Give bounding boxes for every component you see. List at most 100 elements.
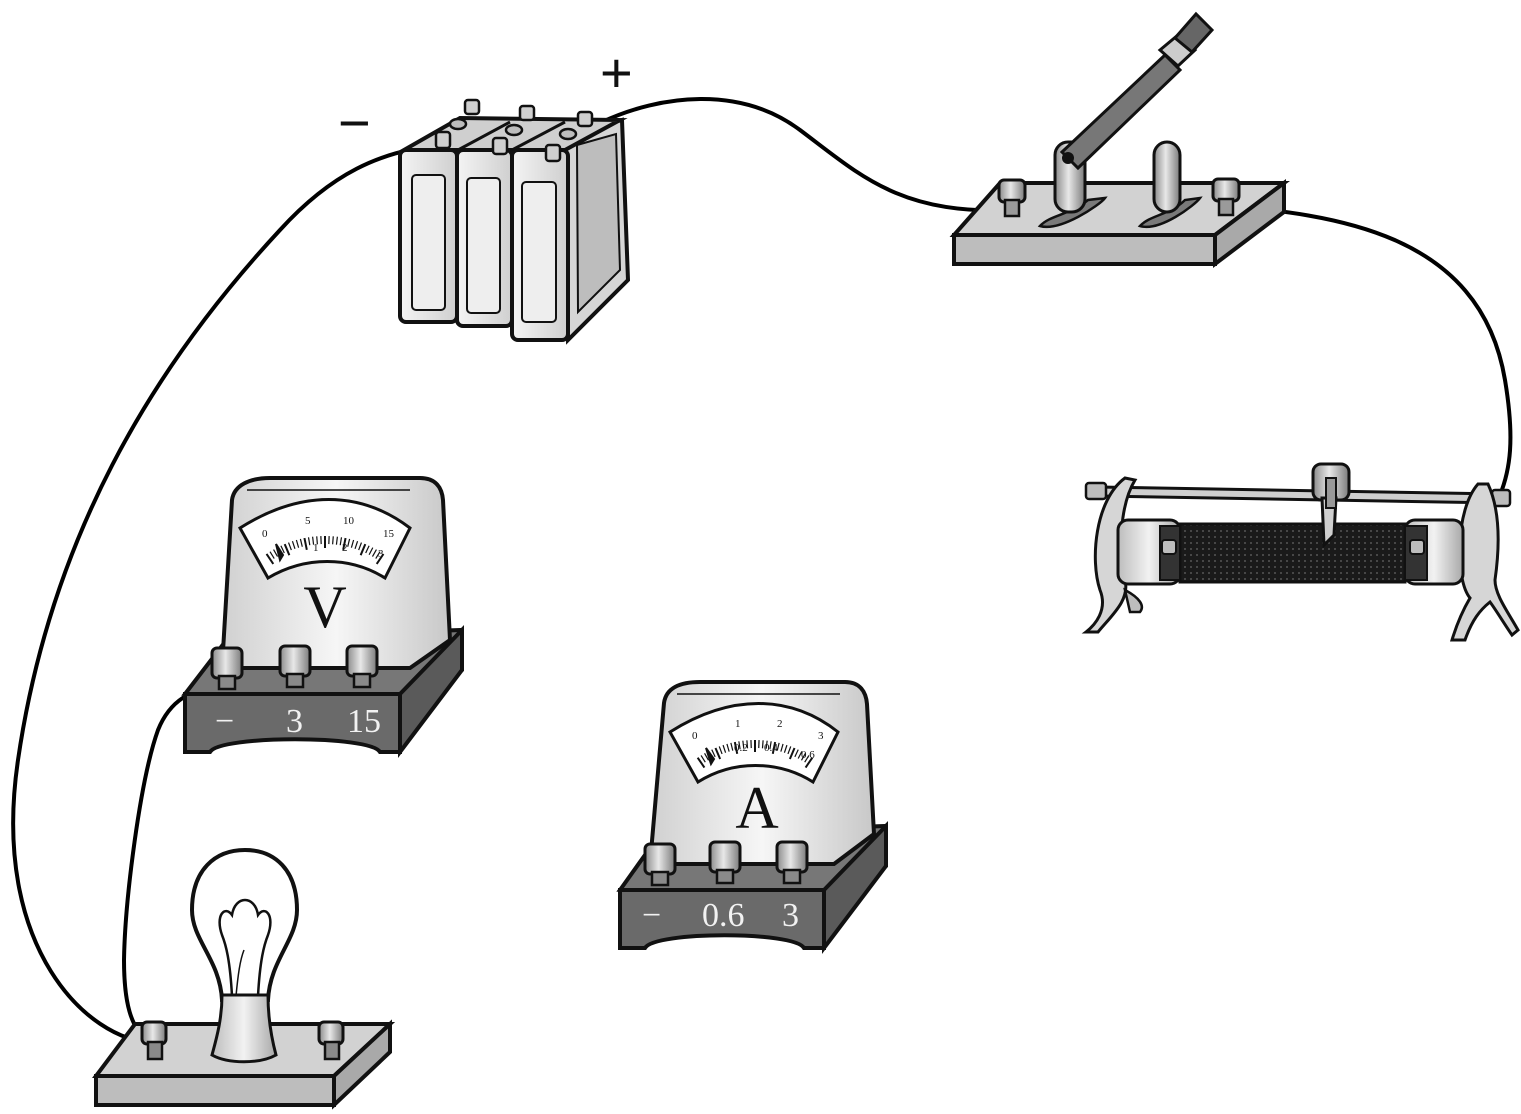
- voltmeter-label-15: 15: [347, 703, 381, 740]
- voltmeter-scale-bottom-1: 2: [342, 542, 348, 554]
- voltmeter-tick: [316, 536, 318, 545]
- voltmeter-tick: [273, 549, 279, 557]
- ammeter-scale-top-2: 2: [777, 718, 783, 730]
- lamp[interactable]: [92, 847, 396, 1110]
- rheostat-terminal-bottom-left[interactable]: [1161, 539, 1177, 555]
- voltmeter-tick: [312, 536, 315, 545]
- ammeter-tick: [742, 740, 745, 749]
- ammeter-tick: [696, 757, 706, 769]
- voltmeter-tick: [368, 547, 374, 556]
- rheostat-terminal-bottom-right[interactable]: [1409, 539, 1425, 555]
- voltmeter-tick: [335, 536, 338, 545]
- voltmeter-tick: [375, 551, 381, 559]
- voltmeter-tick: [358, 542, 363, 551]
- voltmeter-tick: [339, 537, 343, 546]
- wire-voltmeter-to-bulb[interactable]: [121, 680, 227, 1044]
- ammeter-terminal-0-6[interactable]: [708, 840, 742, 885]
- ammeter[interactable]: 0 1 2 3 0.2 0.4 0.6 A − 0.6 3: [616, 680, 888, 954]
- voltmeter-tick: [347, 538, 351, 547]
- ammeter-scale-top-0: 0: [692, 730, 698, 742]
- voltmeter-tick: [350, 539, 355, 548]
- voltmeter-tick: [299, 538, 303, 547]
- ammeter-terminal-neg[interactable]: [643, 842, 677, 887]
- voltmeter[interactable]: 0 5 10 15 1 2 3 V − 3 15: [181, 476, 464, 758]
- ammeter-tick: [733, 741, 739, 754]
- ammeter-tick: [788, 747, 796, 760]
- voltmeter-scale-top-1: 5: [305, 515, 311, 527]
- voltmeter-terminal-3[interactable]: [278, 644, 312, 689]
- ammeter-label-3: 3: [782, 897, 799, 934]
- ammeter-tick: [804, 755, 810, 763]
- switch-terminal-left[interactable]: [997, 178, 1027, 218]
- voltmeter-ticks: [265, 536, 385, 565]
- voltmeter-tick: [269, 551, 275, 559]
- voltmeter-terminal-15[interactable]: [345, 644, 379, 689]
- voltmeter-tick: [342, 537, 347, 551]
- wire-battery-to-bulb[interactable]: [11, 143, 444, 1044]
- battery-pack[interactable]: − +: [338, 41, 633, 345]
- knife-switch[interactable]: [949, 11, 1290, 269]
- ammeter-tick: [714, 747, 722, 760]
- ammeter-scale-bottom-2: 0.6: [801, 749, 815, 761]
- ammeter-tick: [761, 740, 764, 749]
- rheostat-terminal-top-left[interactable]: [1084, 481, 1108, 501]
- voltmeter-tick: [283, 543, 291, 556]
- voltmeter-terminal-neg[interactable]: [210, 646, 244, 691]
- wires: [11, 97, 1513, 1044]
- switch-terminal-right[interactable]: [1211, 177, 1241, 217]
- ammeter-label-neg: −: [642, 897, 661, 934]
- ammeter-tick: [765, 740, 768, 749]
- ammeter-tick: [780, 743, 784, 752]
- battery-negative-sign: −: [338, 91, 371, 154]
- ammeter-tick: [794, 749, 799, 758]
- voltmeter-tick: [365, 545, 370, 554]
- ammeter-scale-top-1: 1: [735, 718, 741, 730]
- ammeter-terminal-3[interactable]: [775, 840, 809, 885]
- ammeter-tick: [700, 755, 706, 763]
- ammeter-tick: [800, 753, 806, 761]
- voltmeter-tick: [303, 537, 308, 551]
- ammeter-tick: [738, 741, 741, 750]
- ammeter-tick: [718, 746, 723, 755]
- rheostat[interactable]: [1081, 462, 1520, 642]
- battery-terminals: [434, 98, 594, 163]
- lamp-terminal-left[interactable]: [140, 1020, 168, 1061]
- ammeter-scale-top-3: 3: [818, 730, 824, 742]
- ammeter-tick: [746, 740, 749, 749]
- voltmeter-scale-bottom-0: 1: [313, 542, 319, 554]
- rheostat-slider[interactable]: [1311, 462, 1351, 549]
- ammeter-tick: [769, 741, 772, 750]
- voltmeter-tick: [280, 545, 285, 554]
- voltmeter-scale-top-2: 10: [343, 515, 355, 527]
- ammeter-tick: [704, 753, 710, 761]
- voltmeter-tick: [291, 541, 296, 550]
- wire-battery-to-switch[interactable]: [601, 97, 1013, 213]
- battery-cell-1: [398, 148, 459, 324]
- voltmeter-label-neg: −: [215, 703, 234, 740]
- voltmeter-scale-top-3: 15: [383, 528, 395, 540]
- ammeter-label-0-6: 0.6: [702, 897, 745, 934]
- voltmeter-tick: [287, 542, 292, 551]
- ammeter-tick: [722, 744, 727, 753]
- wire-switch-to-rheostat[interactable]: [1221, 203, 1513, 496]
- ammeter-symbol: A: [735, 775, 778, 841]
- voltmeter-scale-bottom-2: 3: [378, 548, 384, 560]
- ammeter-tick: [787, 746, 792, 755]
- ammeter-tick: [797, 751, 803, 759]
- ammeter-tick: [730, 742, 734, 751]
- voltmeter-tick: [265, 553, 275, 565]
- voltmeter-symbol: V: [303, 574, 346, 640]
- voltmeter-tick: [371, 549, 377, 557]
- switch-blade[interactable]: [1059, 11, 1215, 171]
- voltmeter-scale-top-0: 0: [262, 528, 268, 540]
- battery-cell-3: [510, 148, 570, 342]
- voltmeter-tick: [295, 539, 300, 548]
- lamp-terminal-right[interactable]: [317, 1020, 345, 1061]
- lamp-bulb: [189, 847, 300, 1002]
- ammeter-tick: [804, 757, 814, 769]
- ammeter-tick: [771, 741, 777, 754]
- ammeter-tick: [776, 742, 780, 751]
- ammeter-ticks: [696, 740, 814, 769]
- ammeter-tick: [707, 751, 713, 759]
